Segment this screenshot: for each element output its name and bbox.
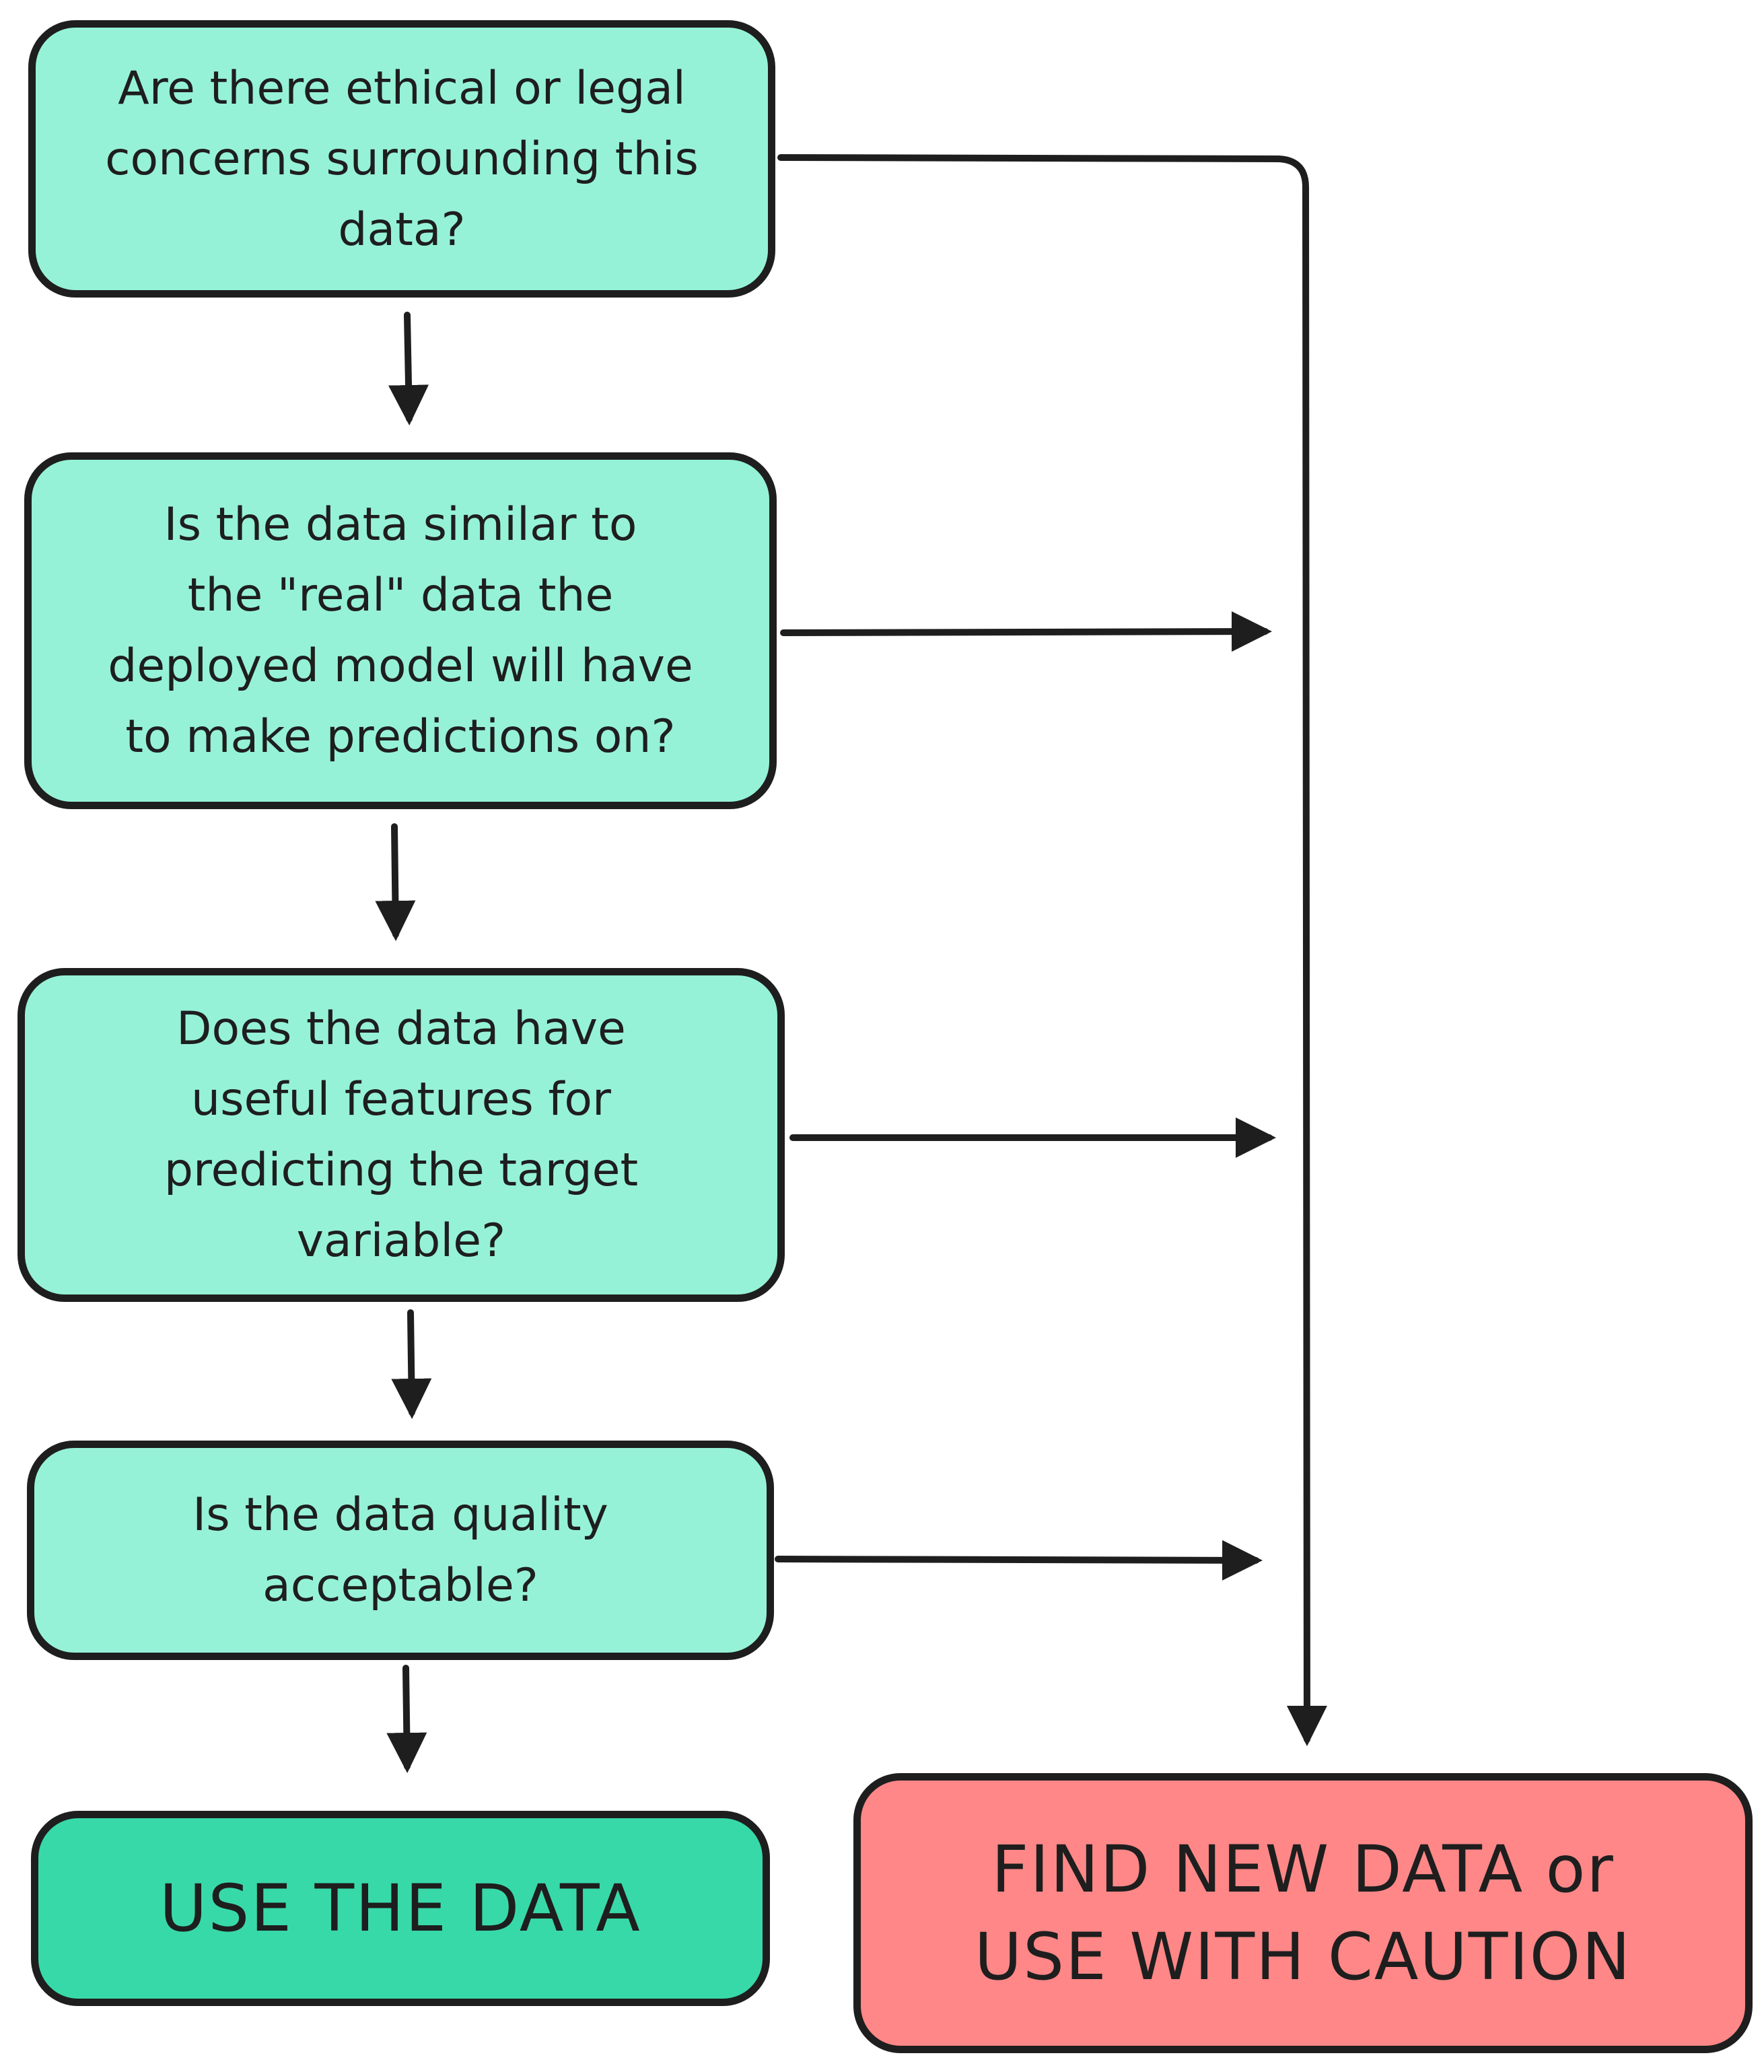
arrow-q1-to-find bbox=[777, 154, 1327, 1746]
use-the-data-label: USE THE DATA bbox=[160, 1871, 641, 1946]
find-new-data-label: FIND NEW DATA or USE WITH CAUTION bbox=[974, 1832, 1632, 1995]
question-data-quality-text: Is the data quality acceptable? bbox=[192, 1488, 608, 1612]
question-data-quality: Is the data quality acceptable? bbox=[27, 1441, 774, 1660]
question-useful-features: Does the data have useful features for p… bbox=[17, 968, 785, 1302]
arrow-q1-to-q2 bbox=[388, 312, 429, 425]
question-data-similarity-text: Is the data similar to the "real" data t… bbox=[108, 498, 693, 763]
arrow-q2-to-q3 bbox=[375, 823, 416, 941]
question-useful-features-text: Does the data have useful features for p… bbox=[164, 1002, 639, 1268]
question-ethical-legal: Are there ethical or legal concerns surr… bbox=[28, 20, 775, 298]
question-ethical-legal-text: Are there ethical or legal concerns surr… bbox=[105, 61, 699, 256]
arrow-q3-to-q4 bbox=[391, 1309, 432, 1419]
question-data-similarity: Is the data similar to the "real" data t… bbox=[24, 452, 777, 809]
arrow-q4-to-trunk bbox=[775, 1540, 1263, 1581]
use-the-data-box: USE THE DATA bbox=[31, 1811, 770, 2006]
arrow-q4-to-use bbox=[386, 1665, 427, 1773]
find-new-data-box: FIND NEW DATA or USE WITH CAUTION bbox=[853, 1773, 1753, 2053]
arrow-q2-to-trunk bbox=[780, 611, 1272, 652]
